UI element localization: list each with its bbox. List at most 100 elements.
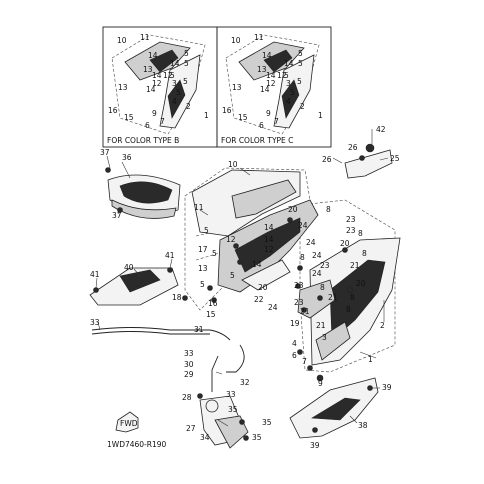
callout-39: 39	[382, 383, 392, 392]
callout-12: 12	[277, 71, 287, 80]
callout-21: 21	[316, 321, 326, 330]
callout-26: 26	[322, 155, 332, 164]
callout-14: 14	[152, 71, 162, 80]
inset-c-caption: FOR COLOR TYPE C	[221, 136, 293, 145]
callout-13: 13	[118, 83, 128, 92]
callout-23: 23	[346, 215, 356, 224]
part-40-cover	[89, 267, 179, 306]
callout-2: 2	[300, 102, 305, 111]
callout-24: 24	[306, 238, 316, 247]
callout-23: 23	[346, 226, 356, 235]
callout-42: 42	[376, 125, 386, 134]
callout-28: 28	[182, 393, 192, 402]
callout-11: 11	[140, 33, 150, 42]
callout-3: 3	[286, 79, 291, 88]
callout-7: 7	[302, 357, 307, 366]
callout-23: 23	[294, 281, 304, 290]
callout-7: 7	[274, 117, 279, 126]
callout-16: 16	[222, 106, 232, 115]
callout-16: 16	[208, 299, 218, 308]
callout-12: 12	[152, 79, 162, 88]
leader-lines	[95, 129, 389, 427]
callout-8: 8	[346, 305, 351, 314]
hose-33	[91, 327, 245, 373]
callout-8: 8	[362, 249, 367, 258]
callout-19: 19	[290, 319, 300, 328]
callout-37: 37	[112, 211, 122, 220]
fwd-label: FWD	[120, 419, 138, 428]
callout-14: 14	[262, 51, 272, 60]
callout-8: 8	[300, 253, 305, 262]
part-14-inner-panel	[217, 199, 319, 293]
fasteners	[93, 155, 373, 441]
callout-14: 14	[266, 71, 276, 80]
callout-8: 8	[358, 229, 363, 238]
callout-5: 5	[212, 249, 217, 258]
callout-12: 12	[163, 71, 173, 80]
callout-9: 9	[318, 379, 323, 388]
callout-21: 21	[350, 261, 360, 270]
callout-37: 37	[100, 148, 110, 157]
callout-34: 34	[200, 433, 210, 442]
callout-5: 5	[184, 59, 189, 68]
callout-13: 13	[198, 264, 208, 273]
callout-10: 10	[117, 36, 127, 45]
callout-9: 9	[266, 109, 271, 118]
callout-21: 21	[300, 307, 310, 316]
callout-5: 5	[184, 49, 189, 58]
callout-27: 27	[186, 424, 196, 433]
callout-15: 15	[238, 113, 248, 122]
callout-5: 5	[297, 77, 302, 86]
callout-40: 40	[124, 263, 134, 272]
callout-5: 5	[204, 226, 209, 235]
fwd-arrow: FWD	[115, 411, 139, 433]
callout-14: 14	[148, 51, 158, 60]
callout-24: 24	[312, 251, 322, 260]
callout-17: 17	[198, 245, 208, 254]
callout-3: 3	[172, 79, 177, 88]
callout-2: 2	[186, 102, 191, 111]
callout-12: 12	[266, 79, 276, 88]
callout-38: 38	[358, 421, 368, 430]
callout-20: 20	[288, 205, 298, 214]
callout-5: 5	[176, 88, 181, 97]
callout-8: 8	[326, 205, 331, 214]
callout-1: 1	[204, 111, 209, 120]
callout-23: 23	[320, 261, 330, 270]
callout-5: 5	[183, 77, 188, 86]
callout-15: 15	[206, 310, 216, 319]
part-38-cover	[289, 377, 379, 439]
callout-23: 23	[294, 298, 304, 307]
callout-22: 22	[254, 295, 264, 304]
callout-16: 16	[108, 106, 118, 115]
callout-29: 29	[184, 370, 194, 379]
inset-color-type-c: FOR COLOR TYPE C	[216, 26, 332, 148]
callout-33: 33	[226, 390, 236, 399]
callout-13: 13	[143, 65, 153, 74]
callout-31: 31	[194, 325, 204, 334]
callout-35: 35	[252, 433, 262, 442]
callout-12: 12	[264, 245, 274, 254]
callout-33: 33	[184, 349, 194, 358]
callout-26: 26	[348, 143, 358, 152]
callout-14: 14	[146, 85, 156, 94]
callout-20: 20	[258, 283, 268, 292]
callout-13: 13	[232, 83, 242, 92]
callout-6: 6	[259, 121, 264, 130]
callout-5: 5	[290, 88, 295, 97]
callout-35: 35	[262, 418, 272, 427]
callout-15: 15	[124, 113, 134, 122]
part-36-cover	[107, 174, 181, 219]
callout-14: 14	[170, 59, 180, 68]
callout-4: 4	[286, 97, 291, 106]
inset-color-type-b: FOR COLOR TYPE B	[102, 26, 218, 148]
callout-labels: 10 11 14 5 14 5 5 13 14 12 12 3 5 13 14 …	[90, 33, 400, 450]
callout-5: 5	[230, 271, 235, 280]
callout-14: 14	[252, 260, 262, 269]
callout-14: 14	[284, 59, 294, 68]
callout-8: 8	[350, 293, 355, 302]
callout-10: 10	[228, 160, 238, 169]
callout-24: 24	[298, 221, 308, 230]
part-25-bracket	[344, 143, 393, 179]
